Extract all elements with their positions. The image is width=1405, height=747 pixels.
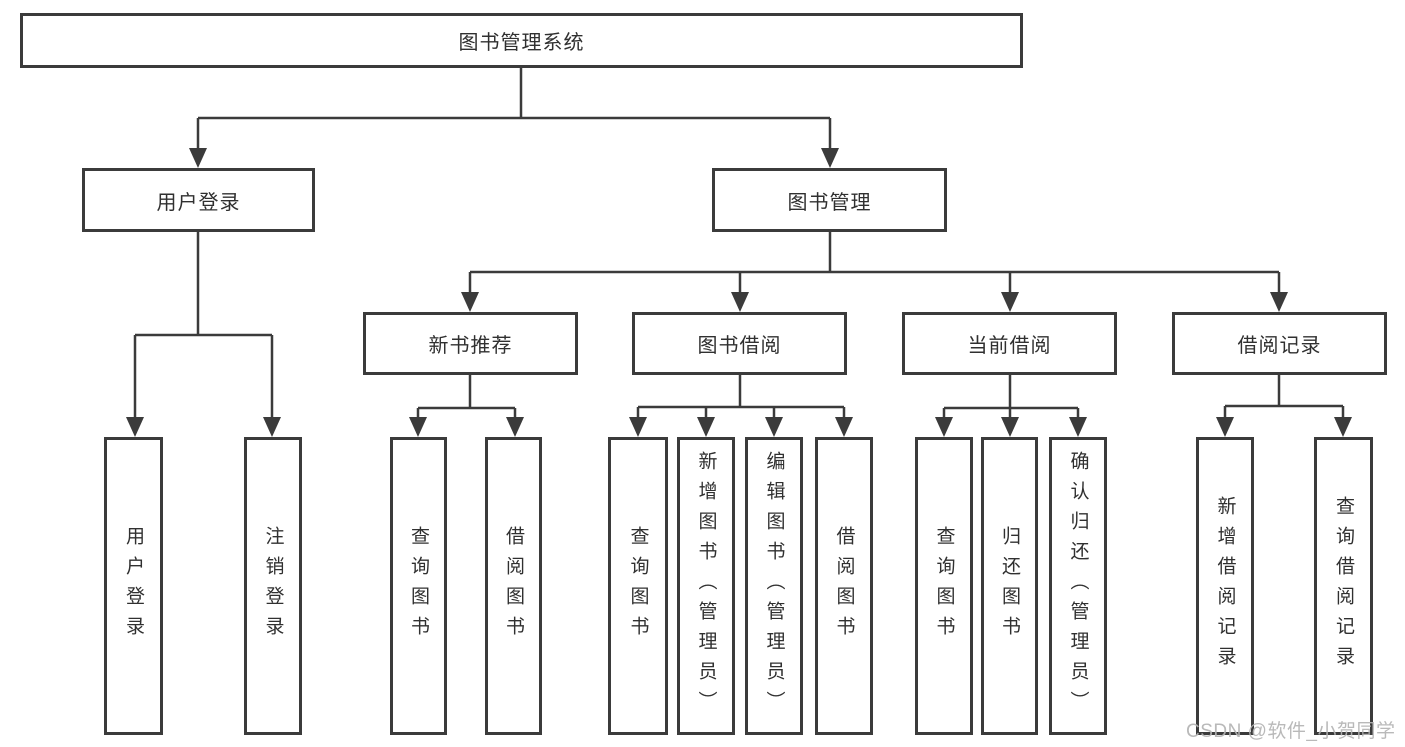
node-current-borrow: 当前借阅 bbox=[902, 312, 1117, 375]
node-new-book-recommend: 新书推荐 bbox=[363, 312, 578, 375]
leaf-label: 用户登录 bbox=[123, 526, 144, 646]
node-user-login: 用户登录 bbox=[82, 168, 315, 232]
node-leaf-query-book-recommend: 查询图书 bbox=[390, 437, 447, 735]
leaf-label: 新增图书（管理员） bbox=[695, 451, 717, 721]
leaf-label: 查询图书 bbox=[933, 526, 955, 646]
node-leaf-return-book: 归还图书 bbox=[981, 437, 1038, 735]
node-root: 图书管理系统 bbox=[20, 13, 1023, 68]
node-book-borrow: 图书借阅 bbox=[632, 312, 847, 375]
leaf-label: 注销登录 bbox=[262, 526, 284, 646]
node-leaf-query-book-current: 查询图书 bbox=[915, 437, 973, 735]
node-borrow-records: 借阅记录 bbox=[1172, 312, 1387, 375]
node-leaf-borrow-book-recommend: 借阅图书 bbox=[485, 437, 542, 735]
leaf-label: 归还图书 bbox=[999, 526, 1020, 646]
leaf-label: 编辑图书（管理员） bbox=[763, 451, 785, 721]
leaf-label: 查询图书 bbox=[627, 526, 649, 646]
node-leaf-logout: 注销登录 bbox=[244, 437, 302, 735]
node-leaf-user-login: 用户登录 bbox=[104, 437, 163, 735]
leaf-label: 查询借阅记录 bbox=[1333, 496, 1354, 676]
node-leaf-query-book-borrow: 查询图书 bbox=[608, 437, 668, 735]
leaf-label: 查询图书 bbox=[408, 526, 429, 646]
node-leaf-add-book-admin: 新增图书（管理员） bbox=[677, 437, 735, 735]
node-leaf-edit-book-admin: 编辑图书（管理员） bbox=[745, 437, 803, 735]
node-leaf-add-borrow-record: 新增借阅记录 bbox=[1196, 437, 1254, 735]
leaf-label: 借阅图书 bbox=[503, 526, 524, 646]
leaf-label: 借阅图书 bbox=[833, 526, 855, 646]
node-leaf-borrow-book: 借阅图书 bbox=[815, 437, 873, 735]
node-leaf-confirm-return-admin: 确认归还（管理员） bbox=[1049, 437, 1107, 735]
node-book-management: 图书管理 bbox=[712, 168, 947, 232]
leaf-label: 新增借阅记录 bbox=[1214, 496, 1236, 676]
watermark: CSDN @软件_小贺同学 bbox=[1186, 721, 1396, 742]
leaf-label: 确认归还（管理员） bbox=[1067, 451, 1089, 721]
node-leaf-query-borrow-record: 查询借阅记录 bbox=[1314, 437, 1373, 735]
